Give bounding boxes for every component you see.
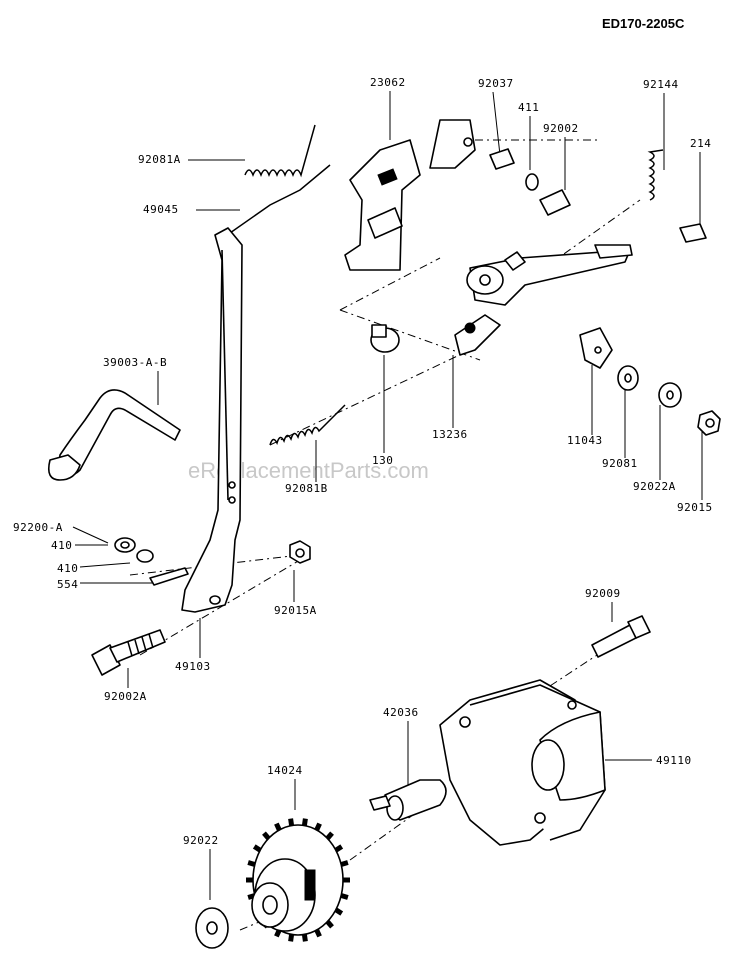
starter-housing-14024[interactable]: [439, 679, 606, 846]
gear-tooth: [288, 934, 295, 942]
label-42036[interactable]: 42036: [383, 706, 419, 719]
spring-92081a[interactable]: [244, 124, 316, 178]
gear-tooth: [262, 831, 271, 841]
label-554[interactable]: 554: [57, 578, 78, 591]
leader-lines: [72, 91, 703, 900]
washer-410: [136, 549, 154, 563]
label-11043[interactable]: 11043: [567, 434, 603, 447]
spring-92144[interactable]: [647, 149, 664, 201]
label-92009[interactable]: 92009: [585, 587, 621, 600]
gear-49110[interactable]: [246, 818, 350, 942]
gear-tooth: [301, 934, 308, 942]
screw-92002: [539, 189, 571, 216]
label-92002[interactable]: 92002: [543, 122, 579, 135]
label-92144[interactable]: 92144: [643, 78, 679, 91]
label-14024[interactable]: 49110: [656, 754, 692, 767]
choke-rod-39003[interactable]: [47, 389, 181, 481]
label-410-a[interactable]: 410: [51, 539, 72, 552]
washer-92022[interactable]: [195, 907, 229, 949]
drawing-code: ED170-2205C: [602, 16, 685, 31]
bolt-92002a[interactable]: [91, 629, 166, 676]
gear-tooth: [314, 822, 322, 832]
washer-411: [525, 173, 539, 191]
spring-92081b[interactable]: [269, 404, 346, 446]
governor-lever[interactable]: [454, 244, 633, 356]
gear-tooth: [314, 928, 322, 938]
control-lever-49103[interactable]: [181, 227, 243, 613]
left-hardware[interactable]: [114, 537, 311, 586]
label-92081a[interactable]: 92081A: [138, 153, 181, 166]
top-hardware[interactable]: [367, 148, 707, 243]
gear-tooth: [301, 818, 308, 826]
gear-tooth: [325, 831, 334, 841]
label-39003-a-b[interactable]: 39003-A-B: [103, 356, 167, 369]
bolt-214: [679, 223, 707, 243]
label-130[interactable]: 130: [372, 454, 393, 467]
label-49110[interactable]: 14024: [267, 764, 303, 777]
label-49045[interactable]: 49045: [143, 203, 179, 216]
gear-tooth: [288, 818, 295, 826]
label-92002a[interactable]: 92002A: [104, 690, 147, 703]
label-410-b[interactable]: 410: [57, 562, 78, 575]
gear-tooth: [247, 860, 256, 867]
pin-554: [149, 567, 189, 586]
gear-tooth: [334, 907, 344, 916]
gear-tooth: [325, 919, 334, 929]
right-hardware[interactable]: [579, 327, 721, 436]
label-92081b[interactable]: 92081B: [285, 482, 328, 495]
gear-tooth: [334, 844, 344, 853]
label-49103[interactable]: 49103: [175, 660, 211, 673]
gear-tooth: [252, 844, 262, 853]
gear-tooth: [274, 822, 282, 832]
label-411[interactable]: 411: [518, 101, 539, 114]
label-92200-a[interactable]: 92200-A: [13, 521, 63, 534]
label-23062[interactable]: 23062: [370, 76, 406, 89]
bracket-23062[interactable]: [344, 119, 476, 271]
label-92022[interactable]: 92022: [183, 834, 219, 847]
shaft-42036[interactable]: [369, 779, 447, 821]
label-214[interactable]: 214: [690, 137, 711, 150]
label-92015[interactable]: 92015: [677, 501, 713, 514]
pin-130[interactable]: [370, 324, 400, 353]
label-92037[interactable]: 92037: [478, 77, 514, 90]
gear-tooth: [340, 860, 349, 867]
screw-92037: [489, 148, 515, 170]
bolt-92009[interactable]: [591, 615, 651, 658]
label-92081[interactable]: 92081: [602, 457, 638, 470]
link-rod-49045[interactable]: [219, 164, 331, 241]
gear-tooth: [340, 893, 349, 900]
label-92015a[interactable]: 92015A: [274, 604, 317, 617]
label-92022a[interactable]: 92022A: [633, 480, 676, 493]
label-13236[interactable]: 13236: [432, 428, 468, 441]
